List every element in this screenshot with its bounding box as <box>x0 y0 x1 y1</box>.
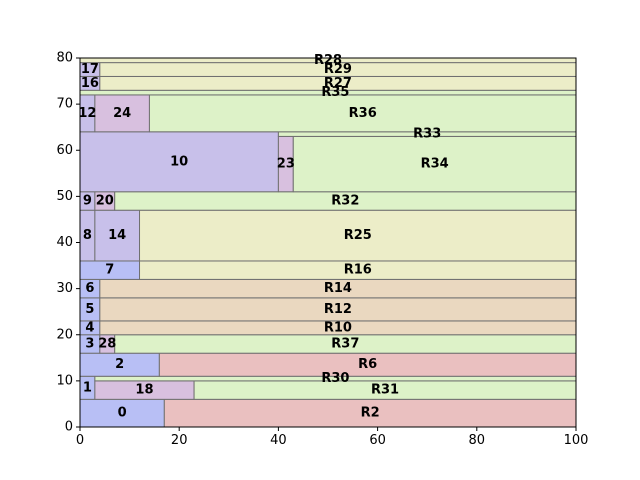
y-tick-label: 0 <box>65 420 73 435</box>
rect-label-12: 12 <box>78 106 96 121</box>
x-tick-label: 40 <box>270 433 287 448</box>
rect-label-R14: R14 <box>324 281 352 296</box>
y-tick-label: 30 <box>56 281 73 296</box>
rect-label-R6: R6 <box>358 357 377 372</box>
rect-label-R16: R16 <box>344 263 372 278</box>
rect-label-10: 10 <box>170 154 188 169</box>
rect-label-R37: R37 <box>331 336 359 351</box>
rect-label-R28: R28 <box>314 53 342 68</box>
rect-label-17: 17 <box>81 62 99 77</box>
rect-label-R33: R33 <box>413 127 441 142</box>
rect-label-6: 6 <box>85 281 94 296</box>
rect-label-20: 20 <box>96 193 114 208</box>
rect-label-R12: R12 <box>324 302 352 317</box>
rect-label-4: 4 <box>85 320 94 335</box>
y-tick-label: 20 <box>56 327 73 342</box>
rect-label-1: 1 <box>83 380 92 395</box>
treemap-rect-10 <box>79 131 279 193</box>
rect-label-2: 2 <box>115 357 124 372</box>
rect-label-R27: R27 <box>324 76 352 91</box>
y-tick-label: 80 <box>56 51 73 66</box>
rect-label-R29: R29 <box>324 62 352 77</box>
rect-label-18: 18 <box>135 383 153 398</box>
rect-label-R31: R31 <box>371 383 399 398</box>
y-tick-label: 60 <box>56 143 73 158</box>
rect-label-R2: R2 <box>361 406 380 421</box>
rect-label-9: 9 <box>83 193 92 208</box>
x-tick-label: 20 <box>171 433 188 448</box>
rect-label-28: 28 <box>98 336 116 351</box>
treemap-rect-R2 <box>163 398 577 428</box>
y-tick-label: 70 <box>56 97 73 112</box>
rect-label-R10: R10 <box>324 320 352 335</box>
rect-label-R32: R32 <box>331 193 359 208</box>
x-tick-label: 0 <box>76 433 84 448</box>
rect-label-R35: R35 <box>321 85 349 100</box>
rect-label-R25: R25 <box>344 228 372 243</box>
label-layer: 0 R2 1 18 R31 R30 2 R6 3 28 R37 4 R10 5 R12 6 R14 7 R16 8 14… <box>78 53 448 421</box>
y-tick-label: 50 <box>56 189 73 204</box>
treemap-rect-R25 <box>139 209 577 262</box>
y-tick-label: 40 <box>56 235 73 250</box>
rect-label-0: 0 <box>118 406 127 421</box>
rect-label-16: 16 <box>81 76 99 91</box>
rect-label-8: 8 <box>83 228 92 243</box>
x-tick-label: 60 <box>369 433 386 448</box>
x-tick-label: 80 <box>469 433 486 448</box>
rect-label-R34: R34 <box>421 157 449 172</box>
treemap-rect-24 <box>94 94 150 133</box>
rect-label-R30: R30 <box>321 371 349 386</box>
rect-label-R36: R36 <box>349 106 377 121</box>
rect-label-5: 5 <box>85 302 94 317</box>
x-tick-label: 100 <box>564 433 589 448</box>
treemap-rect-R34 <box>292 135 577 193</box>
rect-label-24: 24 <box>113 106 131 121</box>
rect-layer <box>79 57 577 428</box>
rect-label-23: 23 <box>277 157 295 172</box>
rect-label-14: 14 <box>108 228 126 243</box>
rect-label-3: 3 <box>85 336 94 351</box>
y-tick-label: 10 <box>56 373 73 388</box>
rect-label-7: 7 <box>105 263 114 278</box>
